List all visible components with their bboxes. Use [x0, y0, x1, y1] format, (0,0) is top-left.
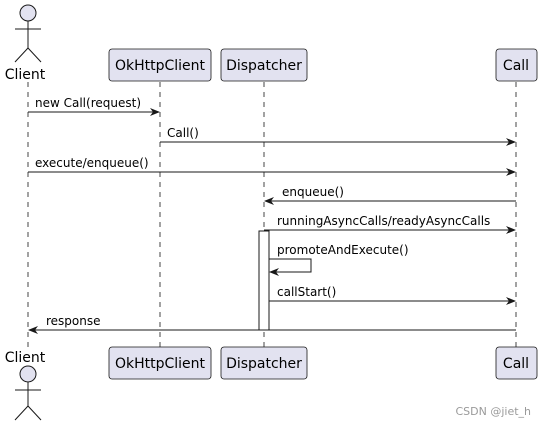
message-call-start: callStart()	[269, 285, 516, 305]
client-label-bottom: Client	[5, 350, 46, 366]
message-execute-enqueue-label: execute/enqueue()	[35, 156, 149, 170]
dispatcher-label-top: Dispatcher	[226, 58, 302, 74]
message-enqueue: enqueue()	[264, 185, 516, 205]
message-new-call: new Call(request)	[28, 96, 160, 116]
dispatcher-activation	[258, 230, 270, 331]
message-execute-enqueue: execute/enqueue()	[28, 156, 516, 176]
call-box-bottom: Call	[495, 346, 538, 380]
okhttp-label-top: OkHttpClient	[115, 58, 206, 74]
message-running-ready-label: runningAsyncCalls/readyAsyncCalls	[277, 214, 490, 228]
message-response: response	[28, 314, 516, 334]
client-label-top: Client	[5, 67, 46, 83]
client-actor-icon-top	[14, 4, 42, 63]
message-call-start-label: callStart()	[277, 285, 336, 299]
message-promote-execute-label: promoteAndExecute()	[277, 243, 409, 257]
watermark: CSDN @jiet_h	[455, 405, 531, 418]
call-label-bottom: Call	[503, 356, 529, 372]
dispatcher-label-bottom: Dispatcher	[226, 356, 302, 372]
okhttp-box-bottom: OkHttpClient	[108, 346, 212, 380]
client-actor-icon-bottom	[14, 365, 42, 421]
dispatcher-box-bottom: Dispatcher	[220, 346, 308, 380]
okhttp-box-top: OkHttpClient	[108, 48, 212, 82]
message-enqueue-label: enqueue()	[282, 185, 344, 199]
call-label-top: Call	[503, 58, 529, 74]
call-box-top: Call	[495, 48, 538, 82]
message-response-label: response	[46, 314, 101, 328]
message-call-ctor: Call()	[160, 126, 516, 146]
message-running-ready: runningAsyncCalls/readyAsyncCalls	[264, 214, 516, 234]
message-new-call-label: new Call(request)	[35, 96, 141, 110]
message-promote-execute: promoteAndExecute()	[269, 243, 409, 276]
okhttp-label-bottom: OkHttpClient	[115, 356, 206, 372]
message-call-ctor-label: Call()	[167, 126, 199, 140]
dispatcher-box-top: Dispatcher	[220, 48, 308, 82]
